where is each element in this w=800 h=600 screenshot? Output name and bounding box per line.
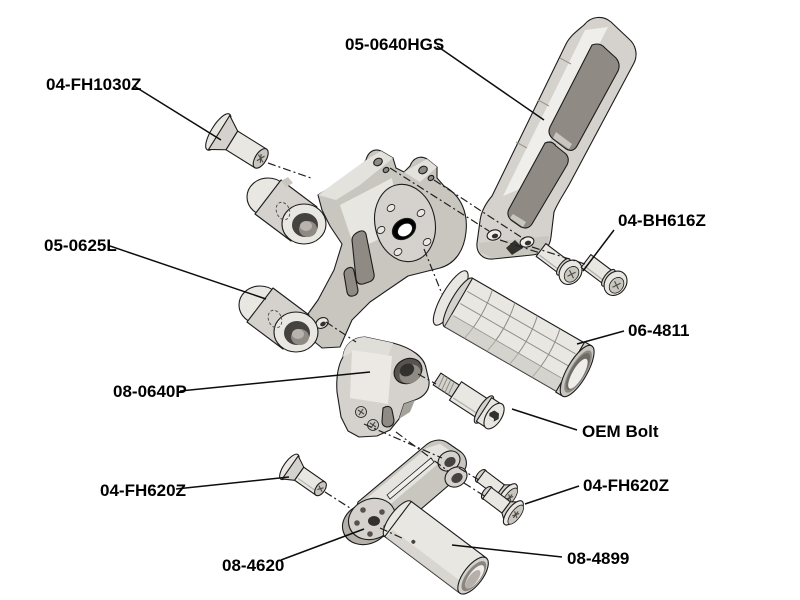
- part-label-08-0640P: 08-0640P: [113, 382, 187, 401]
- leader-05-0640HGS: [436, 45, 545, 121]
- button-head-bolt: [580, 254, 628, 296]
- oem-shoulder-bolt: [432, 372, 505, 430]
- leader-04-FH620Z-left: [175, 476, 290, 490]
- leader-08-0640P: [179, 371, 371, 392]
- part-label-04-FH620Z-right: 04-FH620Z: [583, 476, 669, 495]
- pivot-bore: [393, 357, 423, 385]
- assembly-axis-lines: [267, 162, 586, 540]
- flat-head-bolt-top: [205, 113, 269, 169]
- footpeg-grip: [432, 270, 595, 398]
- bracket-upper-boss: [246, 177, 327, 245]
- pivot-block: [336, 336, 430, 438]
- bracket-lower-boss: [238, 285, 319, 353]
- bracket-flange: [374, 183, 436, 263]
- leader-oem-bolt: [511, 408, 578, 431]
- link-arm-disc: [341, 497, 397, 546]
- link-arm: [341, 439, 468, 546]
- spacer-tube: [382, 500, 489, 595]
- part-label-05-0625L: 05-0625L: [44, 236, 117, 255]
- leader-08-4620: [280, 528, 365, 561]
- leader-04-FH1030Z: [133, 85, 222, 141]
- part-label-04-BH616Z: 04-BH616Z: [618, 211, 706, 230]
- main-bracket: [238, 149, 467, 353]
- hanger-mount-hole: [486, 229, 502, 241]
- part-label-06-4811: 06-4811: [628, 321, 689, 340]
- flat-head-bolts-right: [474, 468, 524, 526]
- leader-lines: [109, 45, 625, 561]
- part-label-04-FH620Z-left: 04-FH620Z: [100, 481, 186, 500]
- part-label-05-0640HGS: 05-0640HGS: [345, 35, 444, 54]
- leader-04-BH616Z: [582, 229, 615, 272]
- leader-04-FH620Z-right: [524, 485, 580, 505]
- leader-06-4811: [576, 330, 625, 345]
- leader-05-0625L: [109, 245, 267, 300]
- part-label-08-4899: 08-4899: [567, 549, 629, 568]
- part-label-04-FH1030Z: 04-FH1030Z: [46, 75, 141, 94]
- part-label-oem-bolt: OEM Bolt: [582, 422, 659, 441]
- part-label-08-4620: 08-4620: [222, 556, 284, 575]
- hanger-bracket: [476, 16, 637, 260]
- part-labels: 05-0640HGS 04-FH1030Z 04-BH616Z 05-0625L…: [44, 35, 706, 575]
- flat-head-bolt-left: [279, 453, 327, 497]
- leader-08-4899: [451, 544, 563, 558]
- link-arm-bosses: [437, 450, 468, 488]
